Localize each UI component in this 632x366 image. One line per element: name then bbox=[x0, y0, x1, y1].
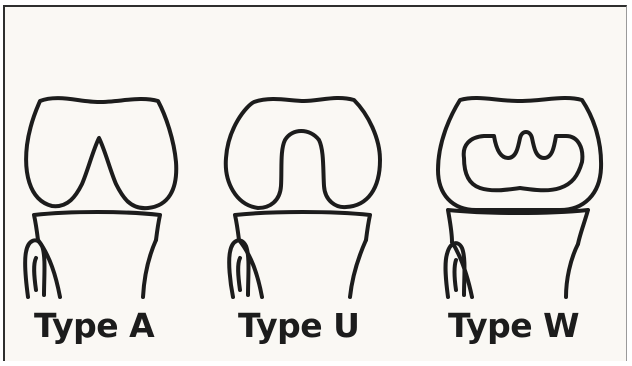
label-type-w: Type W bbox=[448, 306, 579, 345]
panel-type-a bbox=[25, 98, 176, 297]
fibula-inner-line-type-a bbox=[34, 258, 36, 290]
fibula-inner-line-type-w bbox=[455, 260, 457, 290]
trochlear-groove-w-shape bbox=[464, 132, 583, 190]
panel-type-w bbox=[438, 98, 601, 297]
tibia-shaft-right-type-a bbox=[143, 240, 156, 297]
label-type-a: Type A bbox=[34, 306, 154, 345]
tibia-shaft-right-type-u bbox=[350, 240, 366, 297]
tibia-plateau-type-u bbox=[235, 212, 370, 240]
fibula-inner-line-type-u bbox=[238, 258, 240, 290]
label-type-u: Type U bbox=[238, 306, 359, 345]
tibia-shaft-right-type-w bbox=[566, 244, 578, 297]
tibia-plateau-type-a bbox=[34, 212, 160, 240]
femur-outline-type-a bbox=[26, 98, 176, 208]
panel-type-u bbox=[226, 98, 380, 297]
tibia-plateau-type-w bbox=[448, 210, 588, 244]
femur-outline-type-u bbox=[226, 98, 380, 208]
tibia-shaft-left-type-u bbox=[239, 240, 262, 297]
